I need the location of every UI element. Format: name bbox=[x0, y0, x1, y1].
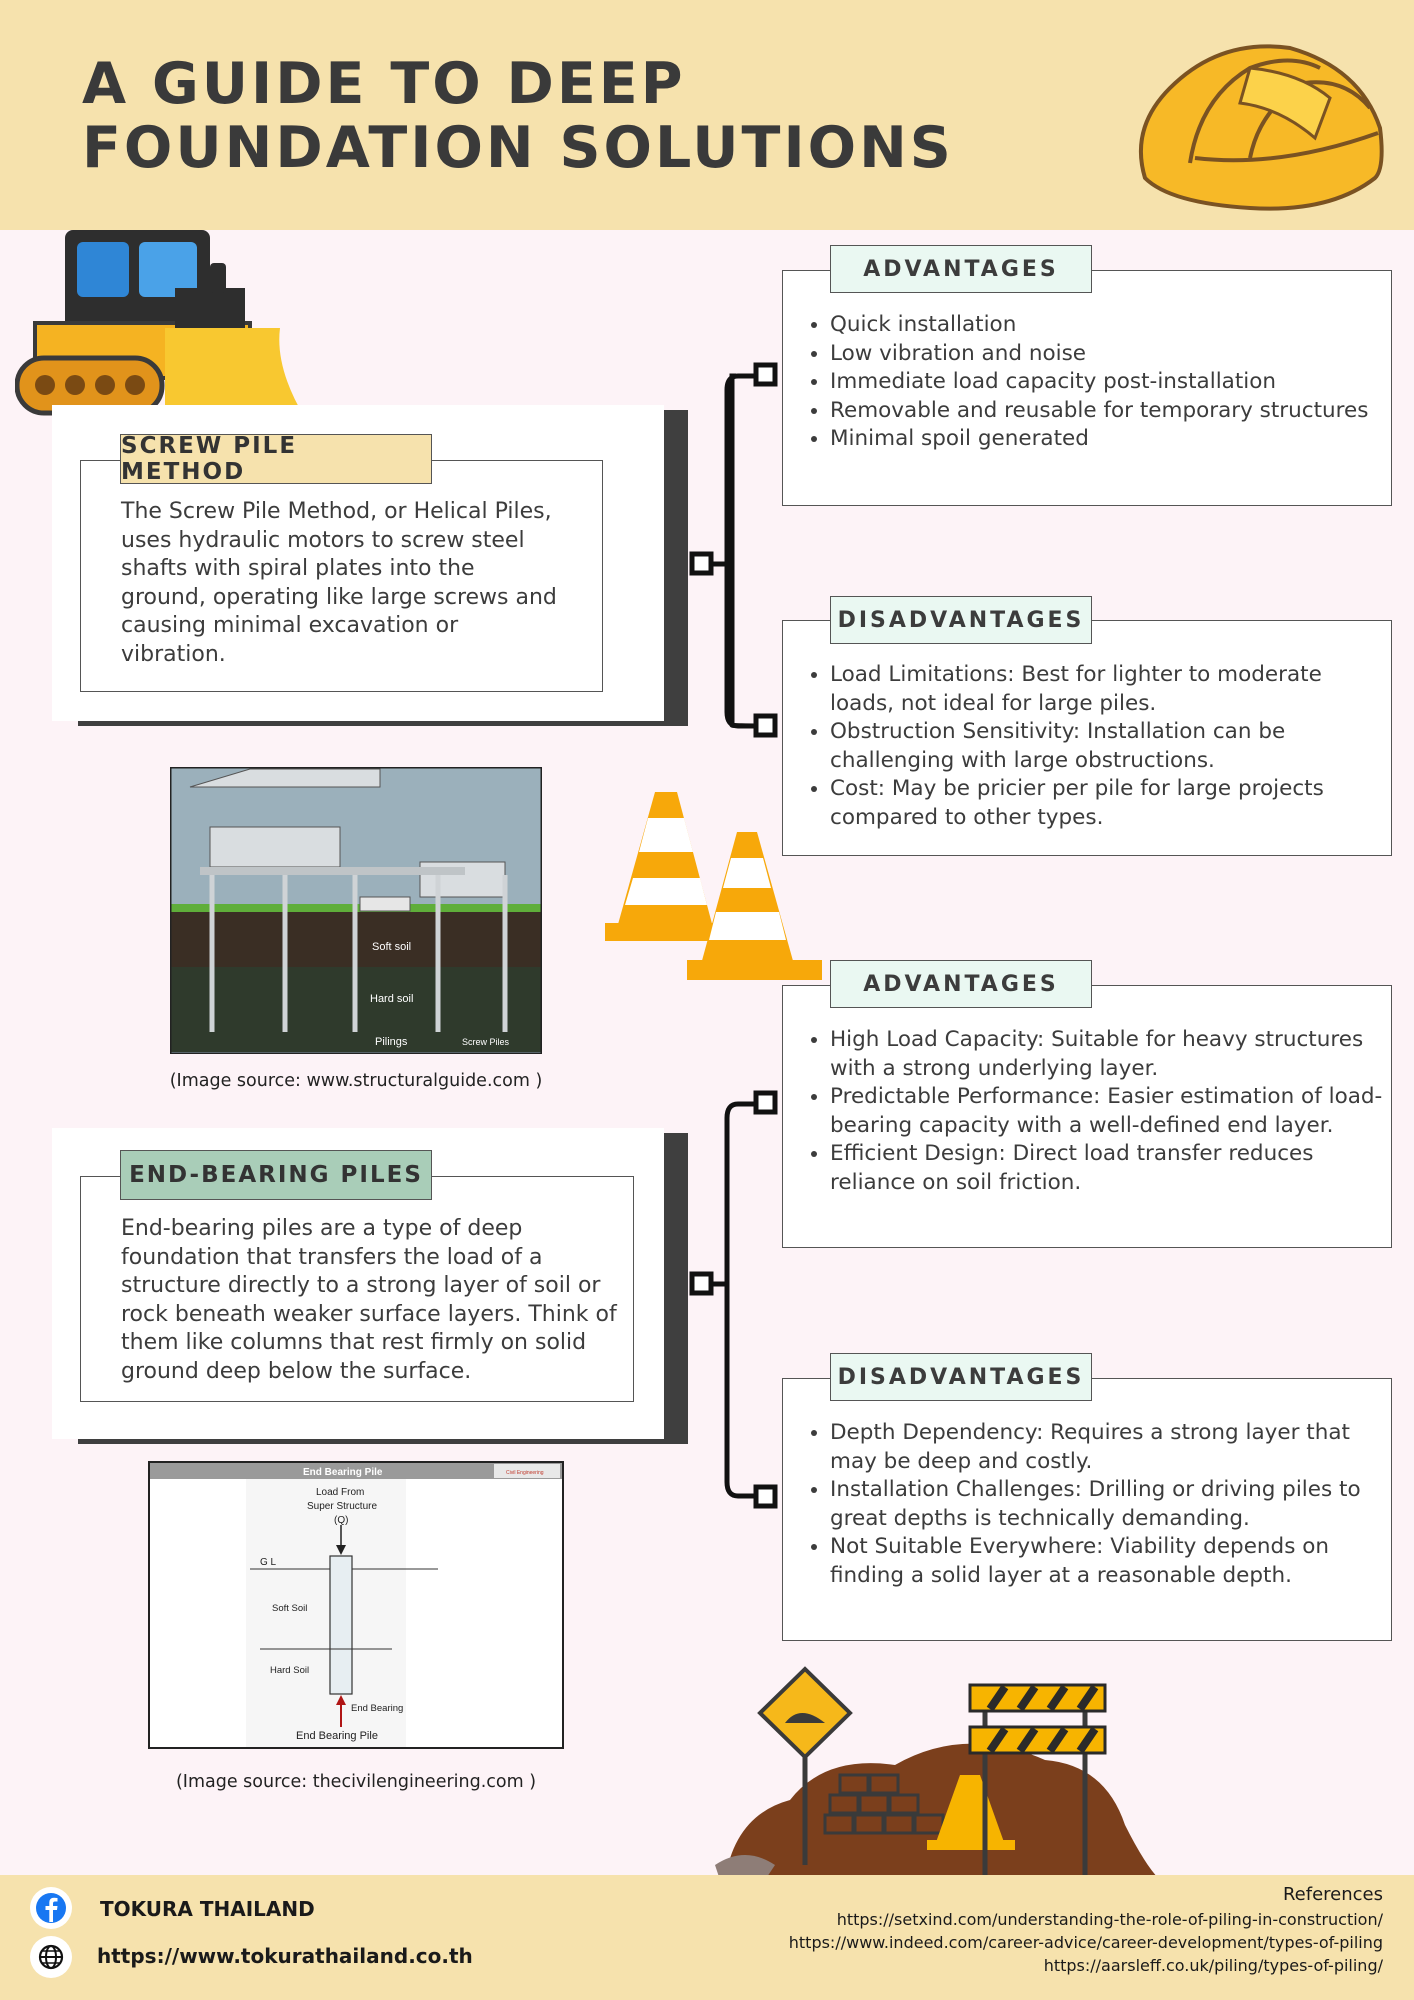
list-item: Minimal spoil generated bbox=[830, 425, 1391, 454]
end-disadvantages-list: Depth Dependency: Requires a strong laye… bbox=[783, 1419, 1391, 1590]
screw-pile-image-caption: (Image source: www.structuralguide.com ) bbox=[169, 1071, 543, 1091]
list-item: Depth Dependency: Requires a strong laye… bbox=[830, 1419, 1391, 1476]
end-bearing-tag: END-BEARING PILES bbox=[120, 1150, 432, 1200]
diagram-footer: End Bearing Pile bbox=[296, 1730, 378, 1742]
end-bearing-desc-box bbox=[80, 1176, 634, 1402]
screw-advantages-tag: ADVANTAGES bbox=[830, 245, 1092, 293]
bulldozer-icon bbox=[15, 230, 305, 418]
load-label-3: (Q) bbox=[334, 1515, 348, 1526]
list-item: Load Limitations: Best for lighter to mo… bbox=[830, 661, 1391, 718]
references-label: References bbox=[1282, 1884, 1383, 1905]
end-disadvantages-tag: DISADVANTAGES bbox=[830, 1353, 1092, 1401]
hard-soil-label: Hard soil bbox=[370, 993, 413, 1005]
soft-soil-label: Soft Soil bbox=[272, 1603, 307, 1614]
end-advantages-box: High Load Capacity: Suitable for heavy s… bbox=[782, 985, 1392, 1248]
title-line-1: A GUIDE TO DEEP bbox=[82, 51, 686, 117]
construction-site-icon bbox=[715, 1666, 1160, 1880]
diagram-brand: Civil Engineering bbox=[506, 1470, 544, 1476]
facebook-icon[interactable] bbox=[29, 1886, 73, 1930]
screw-pile-diagram-image: Soft soil Hard soil Pilings Screw Piles bbox=[170, 767, 542, 1054]
screw-disadvantages-tag: DISADVANTAGES bbox=[830, 596, 1092, 644]
screw-disadvantages-box: Load Limitations: Best for lighter to mo… bbox=[782, 620, 1392, 856]
list-item: Predictable Performance: Easier estimati… bbox=[830, 1083, 1391, 1140]
reference-link-2[interactable]: https://www.indeed.com/career-advice/car… bbox=[788, 1933, 1383, 1952]
list-item: Quick installation bbox=[830, 311, 1391, 340]
load-label-1: Load From bbox=[316, 1487, 364, 1498]
list-item: Low vibration and noise bbox=[830, 340, 1391, 369]
end-bearing-image-caption: (Image source: thecivilengineering.com ) bbox=[175, 1772, 537, 1792]
traffic-cones-icon bbox=[605, 792, 822, 980]
screw-disadvantages-list: Load Limitations: Best for lighter to mo… bbox=[783, 661, 1391, 832]
ground-level-label: G L bbox=[260, 1557, 277, 1568]
screw-advantages-box: Quick installation Low vibration and noi… bbox=[782, 270, 1392, 506]
load-label-2: Super Structure bbox=[307, 1501, 377, 1512]
end-advantages-tag: ADVANTAGES bbox=[830, 960, 1092, 1008]
screw-pile-description: The Screw Pile Method, or Helical Piles,… bbox=[121, 499, 557, 667]
end-disadvantages-box: Depth Dependency: Requires a strong laye… bbox=[782, 1378, 1392, 1641]
soft-soil-label: Soft soil bbox=[372, 941, 411, 953]
screw-advantages-list: Quick installation Low vibration and noi… bbox=[783, 311, 1391, 454]
title-line-2: FOUNDATION SOLUTIONS bbox=[82, 115, 954, 181]
list-item: Immediate load capacity post-installatio… bbox=[830, 368, 1391, 397]
end-bearing-diagram-image: End Bearing Pile Civil Engineering Load … bbox=[148, 1461, 564, 1749]
list-item: Installation Challenges: Drilling or dri… bbox=[830, 1476, 1391, 1533]
end-bearing-description: End-bearing piles are a type of deep fou… bbox=[121, 1216, 617, 1384]
globe-icon[interactable] bbox=[29, 1935, 73, 1979]
connector-lines bbox=[689, 362, 778, 1509]
list-item: Not Suitable Everywhere: Viability depen… bbox=[830, 1533, 1391, 1590]
end-bearing-arrow-label: End Bearing bbox=[351, 1703, 403, 1714]
page-title: A GUIDE TO DEEP FOUNDATION SOLUTIONS bbox=[82, 52, 1042, 180]
reference-link-1[interactable]: https://setxind.com/understanding-the-ro… bbox=[836, 1910, 1383, 1929]
list-item: Obstruction Sensitivity: Installation ca… bbox=[830, 718, 1391, 775]
hard-hat-icon bbox=[1138, 44, 1384, 211]
list-item: High Load Capacity: Suitable for heavy s… bbox=[830, 1026, 1391, 1083]
pilings-label: Pilings bbox=[375, 1036, 408, 1048]
diagram-header: End Bearing Pile bbox=[303, 1467, 383, 1478]
list-item: Efficient Design: Direct load transfer r… bbox=[830, 1140, 1391, 1197]
company-name: TOKURA THAILAND bbox=[100, 1897, 315, 1921]
website-link[interactable]: https://www.tokurathailand.co.th bbox=[97, 1944, 473, 1968]
hard-soil-label: Hard Soil bbox=[270, 1665, 309, 1676]
list-item: Cost: May be pricier per pile for large … bbox=[830, 775, 1391, 832]
footer-band bbox=[0, 1875, 1414, 2000]
list-item: Removable and reusable for temporary str… bbox=[830, 397, 1391, 426]
reference-link-3[interactable]: https://aarsleff.co.uk/piling/types-of-p… bbox=[1043, 1956, 1383, 1975]
screw-piles-corner-label: Screw Piles bbox=[462, 1037, 510, 1047]
end-advantages-list: High Load Capacity: Suitable for heavy s… bbox=[783, 1026, 1391, 1197]
screw-pile-tag: SCREW PILE METHOD bbox=[120, 433, 432, 485]
